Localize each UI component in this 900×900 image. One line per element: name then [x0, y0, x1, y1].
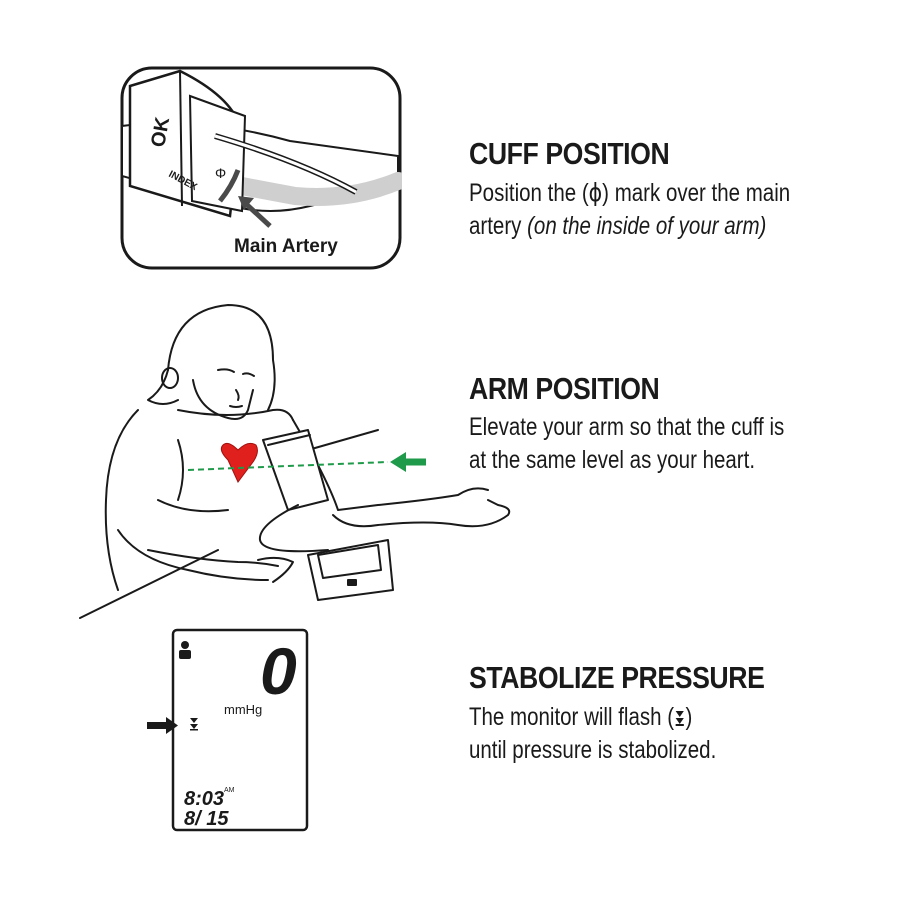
- stabilize-illustration: 0 mmHg 8:03 AM 8/ 15: [140, 628, 312, 834]
- cuff-desc-post: ) mark over the main: [602, 179, 791, 207]
- cuff-desc-italic: (on the inside of your arm): [527, 212, 767, 240]
- heart-level-line: [187, 461, 389, 471]
- cuff-position-heading: CUFF POSITION: [469, 136, 670, 171]
- stabilize-desc-pre: The monitor will flash (: [469, 703, 675, 731]
- display-meridiem: AM: [224, 787, 235, 794]
- heart-icon: [220, 442, 258, 483]
- phi-symbol-icon: ϕ: [588, 178, 603, 207]
- display-time: 8:03: [184, 788, 224, 810]
- cuff-symbol-label: Φ: [215, 165, 226, 181]
- stabilize-desc-post: ): [685, 703, 693, 731]
- arm-desc-line1: Elevate your arm so that the cuff is: [469, 413, 785, 441]
- stabilize-desc-line2: until pressure is stabolized.: [469, 736, 717, 764]
- cuff-diagram: OK INDEX Φ Main Artery: [120, 66, 407, 270]
- arm-desc-line2: at the same level as your heart.: [469, 446, 756, 474]
- cuff-ok-label: OK: [147, 115, 174, 149]
- pressure-reading: 0: [260, 634, 297, 708]
- arm-position-illustration: [78, 300, 518, 620]
- arm-diagram: [79, 304, 511, 619]
- user-icon: [179, 641, 191, 659]
- display-date: 8/ 15: [184, 808, 229, 830]
- arm-position-heading: ARM POSITION: [469, 371, 660, 406]
- cuff-desc-pre: Position the (: [469, 179, 589, 207]
- level-arrow-icon: [390, 452, 426, 472]
- arm-position-description: Elevate your arm so that the cuff is at …: [469, 411, 784, 477]
- stabilize-pressure-description: The monitor will flash () until pressure…: [469, 700, 716, 767]
- deflate-icon: [190, 718, 198, 731]
- pressure-unit: mmHg: [224, 702, 262, 717]
- main-artery-label: Main Artery: [234, 236, 338, 257]
- cuff-position-description: Position the (ϕ) mark over the main arte…: [469, 176, 790, 243]
- monitor-display: 0 mmHg 8:03 AM 8/ 15: [147, 628, 309, 832]
- cuff-desc-line2: artery: [469, 212, 528, 240]
- stabilize-pressure-heading: STABOLIZE PRESSURE: [469, 660, 765, 695]
- pointer-arrow-icon: [147, 717, 178, 734]
- main-artery-arrow: [238, 196, 272, 228]
- cuff-position-illustration: OK INDEX Φ Main Artery: [120, 66, 407, 270]
- flash-symbol-icon: [674, 700, 685, 733]
